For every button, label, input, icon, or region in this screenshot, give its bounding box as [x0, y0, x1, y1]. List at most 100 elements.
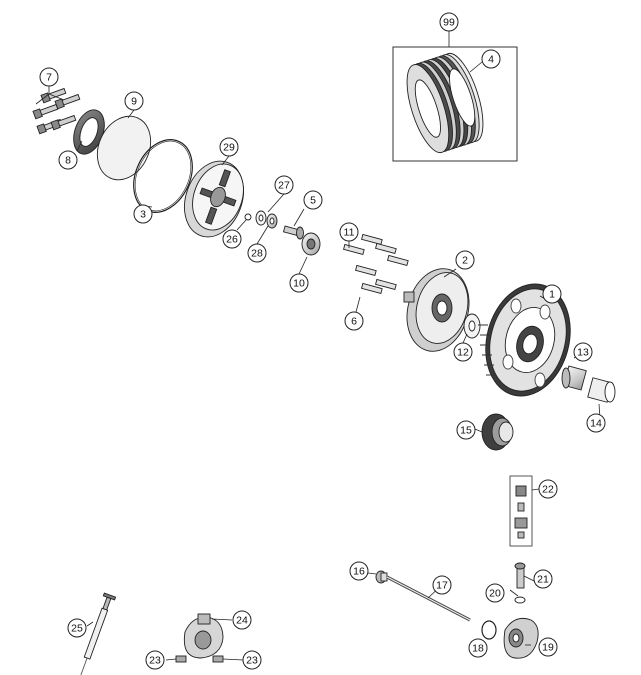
callout-circle — [289, 273, 309, 293]
callout-label: 28 — [251, 248, 263, 260]
callout-label: 12 — [457, 347, 469, 359]
callout-23b: 23 — [242, 650, 262, 670]
callout-label: 17 — [436, 580, 448, 592]
slave-cylinder-cover — [183, 613, 224, 659]
callout-circle — [39, 67, 59, 87]
callout-circle — [219, 137, 239, 157]
callout-11: 11 — [339, 222, 359, 242]
callout-18: 18 — [468, 638, 488, 658]
callout-label: 24 — [236, 615, 248, 627]
callout-circle — [124, 91, 144, 111]
callout-label: 4 — [488, 54, 494, 66]
callout-22: 22 — [538, 479, 558, 499]
callout-circle — [339, 222, 359, 242]
primary-gear-basket — [478, 283, 571, 397]
callout-label: 11 — [344, 227, 355, 239]
callout-28: 28 — [247, 243, 267, 263]
callout-circle — [456, 420, 476, 440]
callout-label: 7 — [46, 72, 52, 84]
callout-label: 1 — [549, 289, 555, 301]
callout-circle — [573, 342, 593, 362]
callout-circle — [232, 610, 252, 630]
callout-23a: 23 — [145, 650, 165, 670]
callout-5: 5 — [303, 190, 323, 210]
callout-26: 26 — [222, 229, 242, 249]
callout-circle — [453, 342, 473, 362]
callout-circle — [222, 229, 242, 249]
callout-7: 7 — [39, 67, 59, 87]
washer — [255, 210, 267, 226]
callout-label: 22 — [542, 484, 554, 496]
callout-label: 10 — [293, 278, 305, 290]
callout-circle — [538, 479, 558, 499]
callout-1: 1 — [542, 284, 562, 304]
bearing — [266, 213, 278, 229]
callout-circle — [247, 243, 267, 263]
callout-circle — [586, 413, 606, 433]
callout-17: 17 — [432, 575, 452, 595]
callout-label: 19 — [542, 642, 554, 654]
inner-clutch-hub — [403, 268, 470, 352]
callout-29: 29 — [219, 137, 239, 157]
banjo-fitting — [514, 562, 526, 589]
callout-24: 24 — [232, 610, 252, 630]
bushing — [587, 377, 616, 403]
bolt-left — [175, 655, 187, 663]
callout-21: 21 — [533, 569, 553, 589]
bleed-valve-set — [509, 475, 533, 547]
callout-circle — [303, 190, 323, 210]
callout-15: 15 — [456, 420, 476, 440]
callout-16: 16 — [349, 561, 369, 581]
callout-label: 16 — [353, 566, 365, 578]
push-rod — [386, 575, 471, 622]
push-rod-head — [375, 570, 388, 584]
callout-4: 4 — [481, 49, 501, 69]
callout-label: 3 — [140, 209, 146, 221]
syringe — [80, 592, 117, 675]
callout-8: 8 — [58, 150, 78, 170]
callout-3: 3 — [133, 204, 153, 224]
callout-circle — [533, 569, 553, 589]
callout-20: 20 — [485, 583, 505, 603]
slave-cylinder — [503, 617, 539, 659]
callout-12: 12 — [453, 342, 473, 362]
callout-circle — [145, 650, 165, 670]
bolt-right — [212, 655, 224, 663]
callout-9: 9 — [124, 91, 144, 111]
callout-label: 8 — [65, 155, 71, 167]
small-ball — [244, 213, 252, 221]
callout-label: 23 — [149, 655, 161, 667]
callout-label: 99 — [443, 17, 455, 29]
callout-circle — [242, 650, 262, 670]
callout-label: 20 — [489, 588, 501, 600]
fitting-washer — [514, 596, 526, 604]
callout-label: 6 — [351, 316, 357, 328]
callout-circle — [133, 204, 153, 224]
callout-circle — [349, 561, 369, 581]
callout-label: 18 — [472, 643, 484, 655]
callout-10: 10 — [289, 273, 309, 293]
callout-circle — [468, 638, 488, 658]
collar-nut — [301, 232, 321, 256]
callout-label: 27 — [278, 180, 290, 192]
callout-circle — [485, 583, 505, 603]
callout-14: 14 — [586, 413, 606, 433]
pins — [343, 233, 409, 295]
callout-circle — [455, 250, 475, 270]
bolts — [32, 87, 81, 135]
callout-circle — [274, 175, 294, 195]
callout-25: 25 — [67, 618, 87, 638]
callout-circle — [481, 49, 501, 69]
callout-circle — [538, 637, 558, 657]
o-ring — [481, 620, 497, 640]
callout-label: 13 — [577, 347, 589, 359]
callout-circle — [439, 12, 459, 32]
needle-bearing — [561, 365, 587, 391]
callout-99: 99 — [439, 12, 459, 32]
shim-disc — [96, 115, 152, 181]
callout-label: 2 — [462, 255, 468, 267]
thrust-washer — [463, 313, 481, 339]
callout-6: 6 — [344, 311, 364, 331]
